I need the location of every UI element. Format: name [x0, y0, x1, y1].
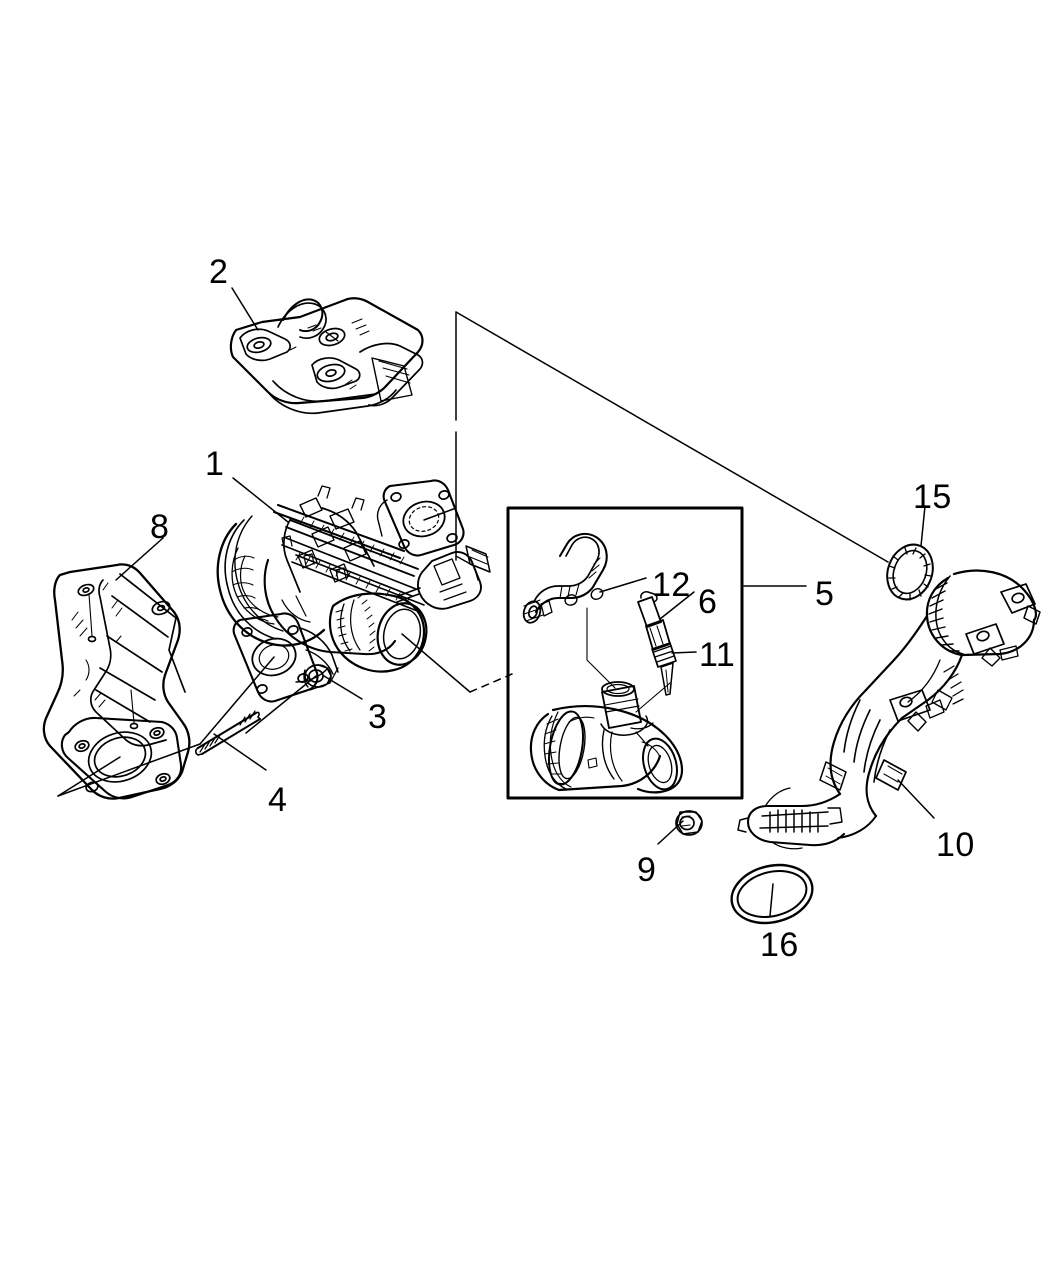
- leader-11: [671, 651, 697, 654]
- leader-2: [231, 287, 259, 331]
- leader-long-diagonal: [455, 311, 889, 563]
- part-charge-air-duct: [737, 569, 1041, 850]
- callout-9: 9: [637, 851, 657, 889]
- callout-15: 15: [913, 478, 952, 516]
- callout-4: 4: [268, 781, 288, 819]
- leader-compressor-bore: [401, 633, 471, 693]
- detail-inset-border: [506, 506, 744, 800]
- leader-6: [659, 591, 695, 620]
- part-stud-bolt: [194, 710, 261, 756]
- leader-12: [599, 577, 647, 593]
- leader-nut3-down: [245, 675, 317, 734]
- leader-4: [213, 733, 267, 771]
- leader-8: [115, 537, 164, 581]
- leader-flange-tick: [423, 507, 457, 521]
- leader-9: [657, 820, 684, 845]
- part-breather-hose: [522, 532, 616, 689]
- callout-3: 3: [368, 698, 388, 736]
- callout-1: 1: [205, 445, 225, 483]
- leader-15: [920, 505, 926, 547]
- callout-6: 6: [698, 583, 718, 621]
- leader-8-lower: [57, 743, 201, 797]
- leader-manifold-port: [57, 756, 121, 797]
- callout-16: 16: [760, 926, 799, 964]
- part-nut-9: [675, 810, 703, 836]
- part-o-ring-16: [730, 863, 814, 925]
- callout-12: 12: [652, 566, 691, 604]
- part-exhaust-manifold-shield: [42, 563, 191, 800]
- part-seal-ring-15: [886, 543, 934, 601]
- part-air-inlet-duct: [529, 681, 683, 794]
- part-heat-shield: [229, 297, 424, 415]
- leader-16: [769, 883, 774, 917]
- part-turbocharger: [216, 479, 491, 703]
- callout-8: 8: [150, 508, 170, 546]
- callout-5: 5: [815, 575, 835, 613]
- leader-turbo-flange-down: [199, 656, 275, 745]
- leader-3: [323, 675, 363, 700]
- callout-11: 11: [699, 636, 736, 674]
- leader-10: [897, 779, 935, 819]
- callout-2: 2: [209, 253, 229, 291]
- leader-1: [232, 477, 289, 523]
- callout-10: 10: [936, 826, 975, 864]
- leader-compressor-to-box: [469, 673, 513, 693]
- part-sensor: [635, 591, 677, 713]
